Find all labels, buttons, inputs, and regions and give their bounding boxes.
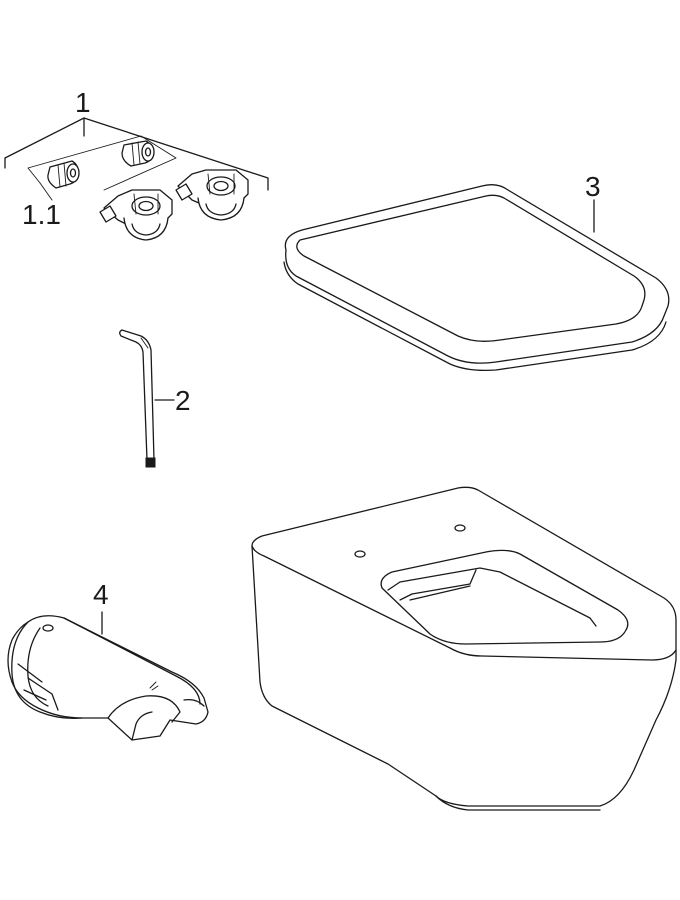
part-2-label: 2: [175, 385, 191, 416]
part-4-cover: 4: [7, 579, 209, 741]
part-1-1-bracket-line: [27, 135, 177, 191]
part-4-label: 4: [93, 579, 109, 610]
lid-top-panel: [296, 194, 646, 342]
seat-fixing-hole-left: [354, 550, 366, 558]
part-1-mounting-set: 1 1.1: [4, 87, 269, 241]
part-1-1-leader: [39, 182, 53, 201]
bowl-rim-edge: [251, 545, 677, 661]
wc-bowl: [251, 486, 677, 811]
seat-fixing-hole-right: [454, 524, 466, 532]
part-1-label: 1: [75, 87, 91, 118]
clamp-right: [175, 169, 249, 221]
cover-ridge: [63, 617, 201, 705]
part-3-seat-lid: 3: [283, 171, 670, 372]
part-1-1-label: 1.1: [22, 199, 61, 230]
dowel-left: [47, 160, 80, 189]
clamp-left: [99, 189, 173, 241]
dowel-right: [121, 140, 155, 167]
lid-outer: [284, 184, 670, 364]
bowl-opening-inner: [387, 567, 597, 627]
allen-key-body: [119, 329, 155, 461]
part-2-allen-key: 2: [119, 329, 191, 468]
cover-body: [7, 615, 209, 741]
bowl-body: [251, 486, 677, 807]
allen-key-tip: [145, 457, 156, 468]
lid-thickness: [283, 261, 667, 372]
bowl-opening-outer: [380, 549, 629, 645]
cover-rim: [11, 621, 83, 720]
part-3-label: 3: [585, 171, 601, 202]
